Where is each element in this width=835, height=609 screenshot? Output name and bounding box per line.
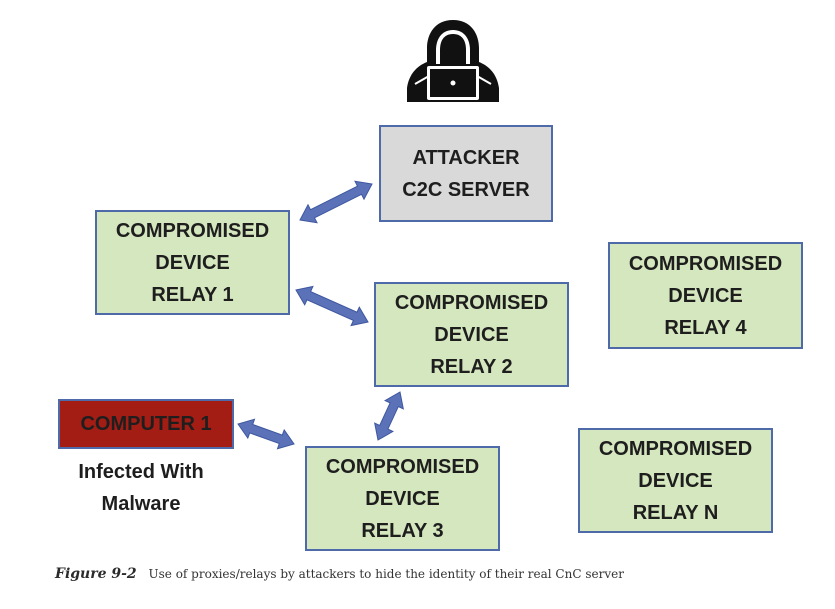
relay-4-line-1: COMPROMISED [628,252,783,275]
arrow-relay1-attacker [299,180,373,224]
relay-n-line-2: DEVICE [638,469,713,492]
figure-caption-text: Use of proxies/relays by attackers to hi… [148,567,624,581]
relay-n-line-1: COMPROMISED [598,437,753,460]
figure-caption-label: Figure 9-2 [55,566,137,582]
relay-1-line-2: DEVICE [155,251,230,274]
relay-2-box: COMPROMISED DEVICE RELAY 2 [374,282,569,387]
arrow-relay3-relay2 [374,391,404,441]
relay-3-line-2: DEVICE [365,487,440,510]
arrow-computer1-relay3 [237,418,295,450]
relay-2-line-1: COMPROMISED [394,291,549,314]
relay-4-box: COMPROMISED DEVICE RELAY 4 [608,242,803,349]
relay-2-line-2: DEVICE [434,323,509,346]
relay-1-line-3: RELAY 1 [151,283,234,306]
relay-1-box: COMPROMISED DEVICE RELAY 1 [95,210,290,315]
relay-1-line-1: COMPROMISED [115,219,270,242]
relay-3-line-1: COMPROMISED [325,455,480,478]
relay-n-box: COMPROMISED DEVICE RELAY N [578,428,773,533]
relay-4-line-3: RELAY 4 [664,316,747,339]
computer-1-label: COMPUTER 1 [80,413,212,435]
infected-with-malware-note: Infected With Malware [58,456,224,520]
relay-3-line-3: RELAY 3 [361,519,444,542]
attacker-c2c-server-box: ATTACKER C2C SERVER [379,125,553,222]
relay-3-box: COMPROMISED DEVICE RELAY 3 [305,446,500,551]
relay-2-line-3: RELAY 2 [430,355,513,378]
computer-1-box: COMPUTER 1 [58,399,234,449]
infected-note-line-2: Malware [101,493,181,515]
attacker-line-1: ATTACKER [412,146,520,169]
arrow-relay1-relay2 [295,285,369,327]
relay-4-line-2: DEVICE [668,284,743,307]
hooded-hacker-laptop-icon [407,20,499,102]
infected-note-line-1: Infected With [78,461,204,483]
attacker-line-2: C2C SERVER [402,178,530,201]
figure-caption: Figure 9-2 Use of proxies/relays by atta… [55,566,624,582]
relay-n-line-3: RELAY N [632,501,719,524]
